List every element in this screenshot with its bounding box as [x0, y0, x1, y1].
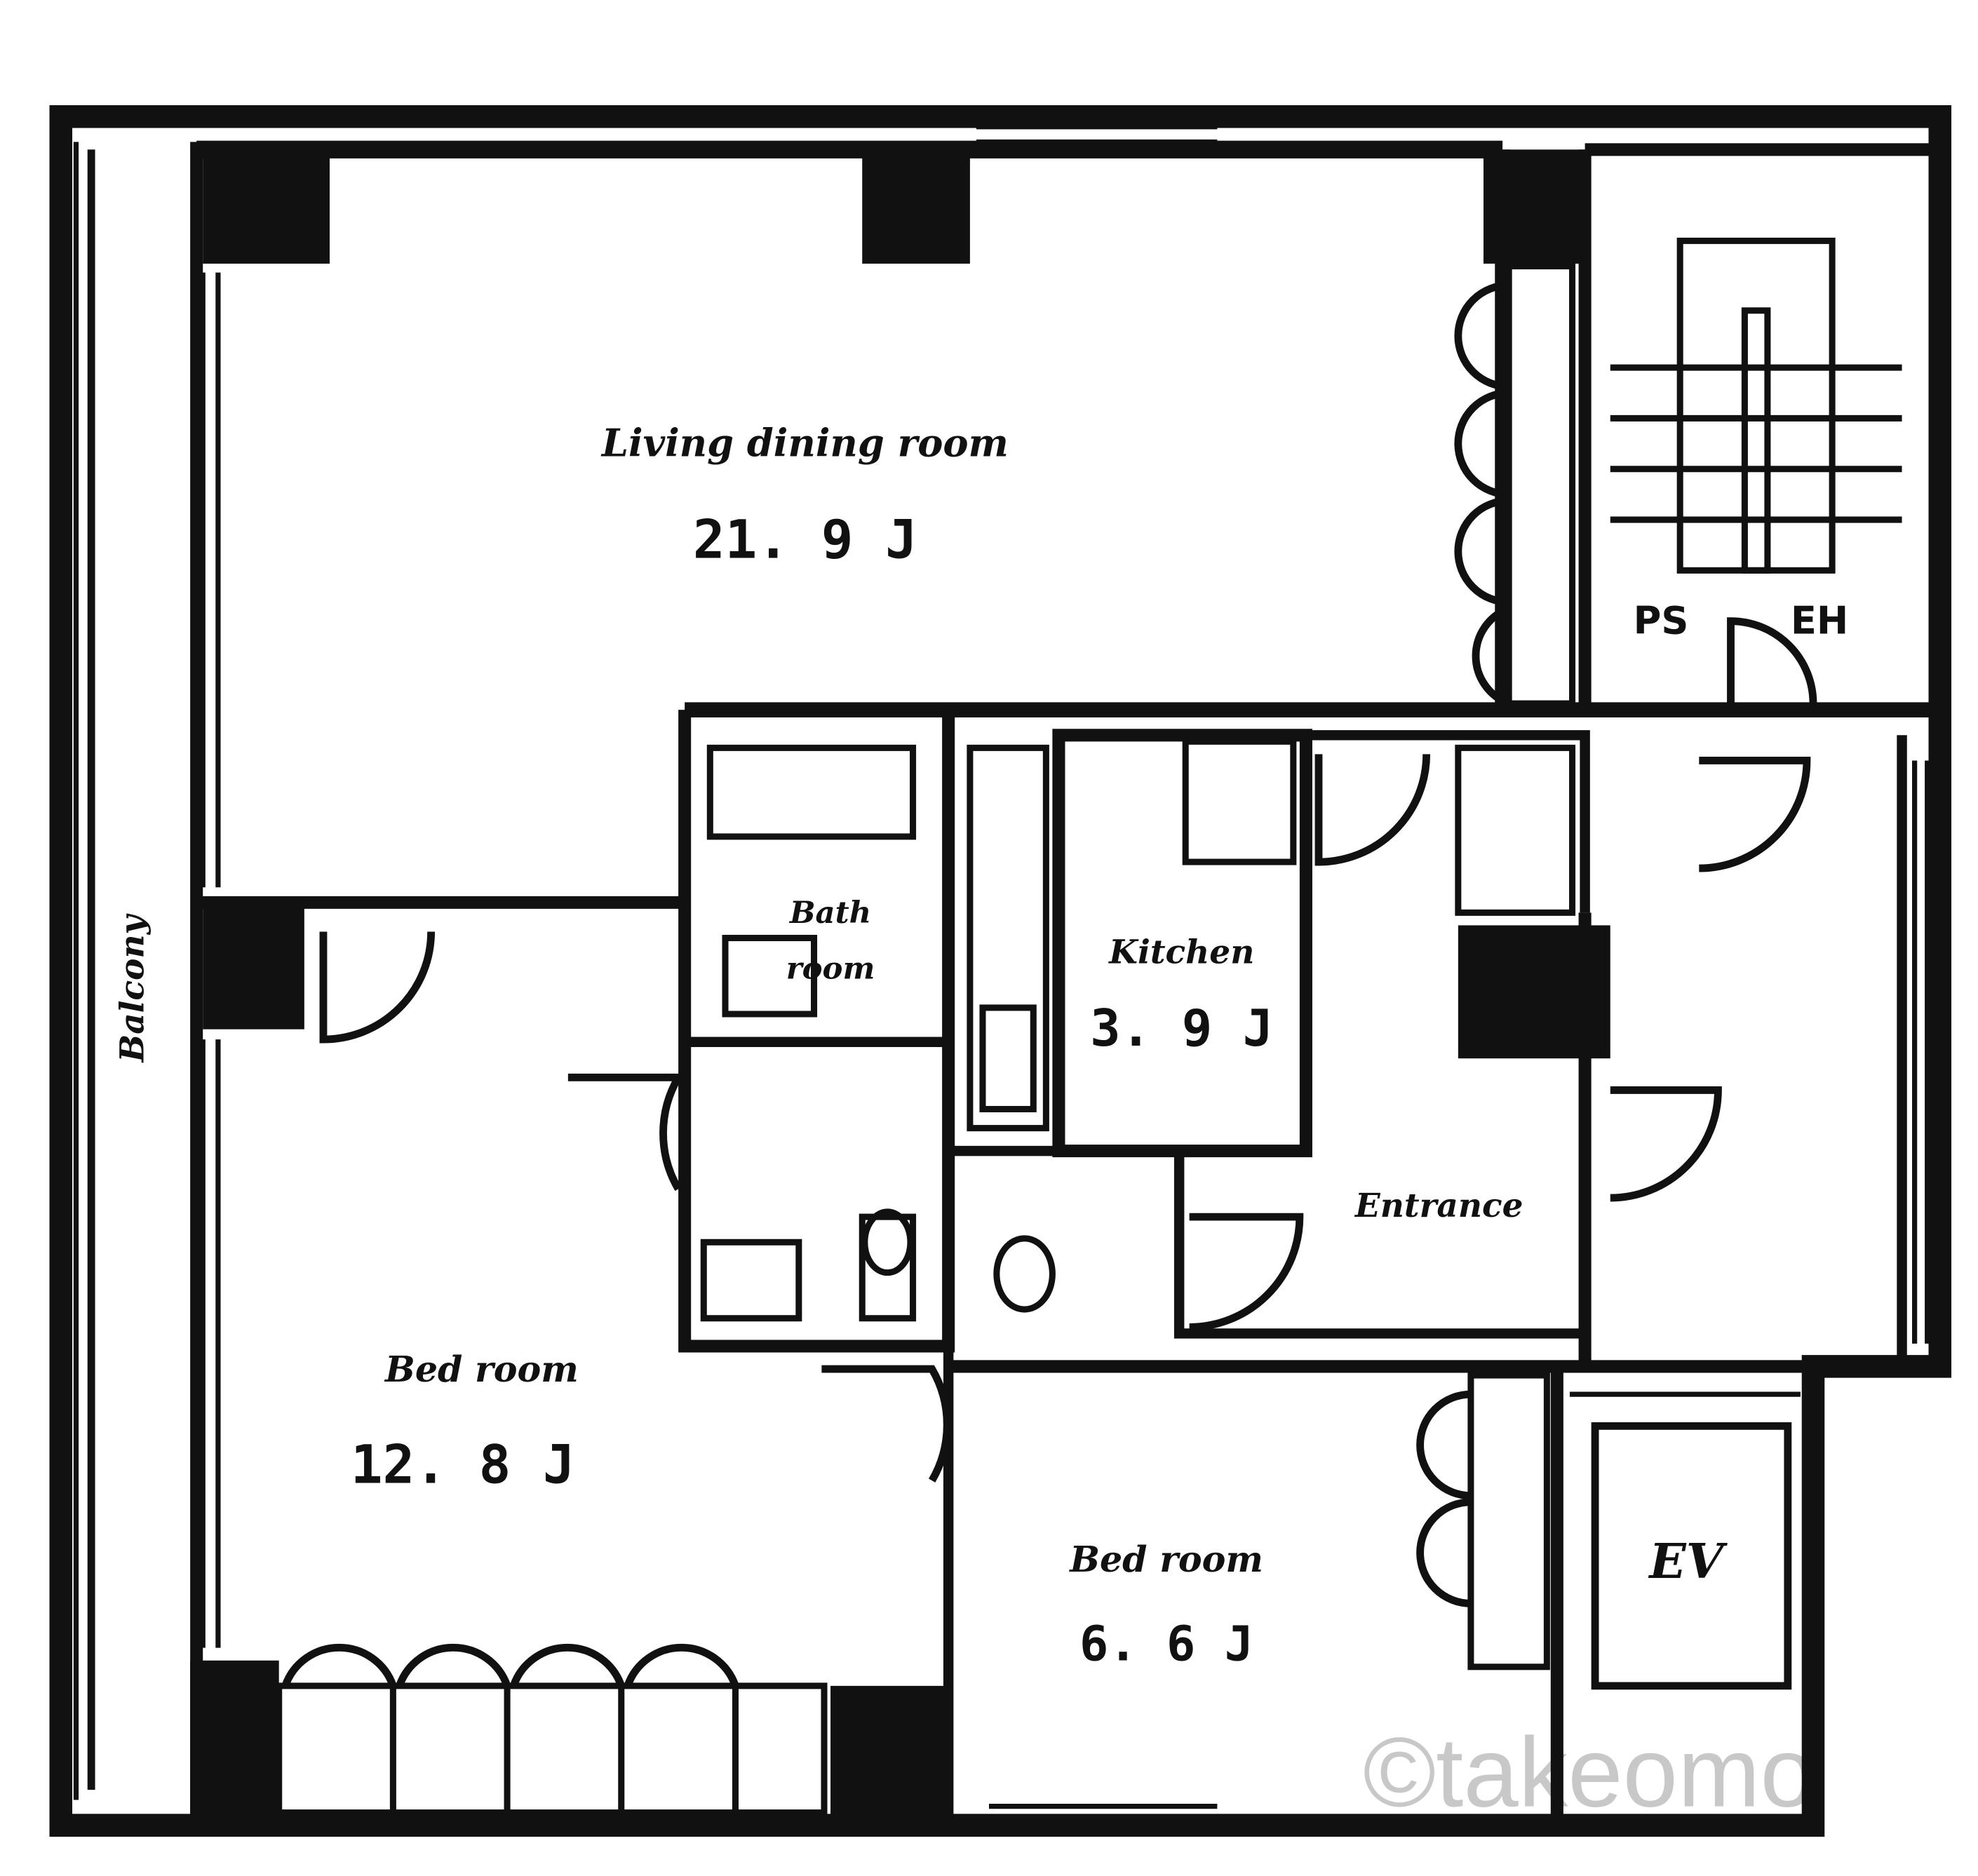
closet-door [1454, 497, 1509, 606]
kitchen-label: Kitchen [1108, 933, 1254, 972]
window-top [976, 124, 1218, 145]
bath-label: Bath [788, 895, 871, 931]
door-swing [319, 931, 436, 1044]
window-left-2 [200, 1039, 221, 1648]
closet-dividers [389, 1685, 739, 1813]
closet-door [281, 1643, 397, 1687]
living-room-label: Living dining room [600, 421, 1009, 466]
shoe-cupboard [1455, 744, 1576, 916]
door-swing [1727, 617, 1817, 704]
stair-treads [1610, 364, 1902, 523]
door-swing [1314, 754, 1431, 866]
door-swing [1610, 1086, 1722, 1202]
column [1484, 149, 1585, 264]
ps-label: PS [1634, 599, 1689, 643]
bedroom-small-area: 6. 6 J [1079, 1617, 1253, 1673]
fixtures [200, 124, 1930, 1822]
door-swing [567, 1073, 685, 1192]
elevator-label: EV [1648, 1534, 1728, 1590]
entrance-top-wall [1305, 730, 1590, 913]
door-swing [1189, 1213, 1304, 1331]
door-swing [1699, 757, 1811, 872]
window-bottom [989, 1803, 1218, 1822]
closet-door [509, 1643, 625, 1687]
entrance-label: Entrance [1354, 1187, 1523, 1225]
door-swing [821, 1365, 951, 1483]
kitchen-area: 3. 9 J [1090, 999, 1273, 1058]
column [1458, 925, 1610, 1059]
fridge [1182, 738, 1297, 865]
wash-basin [700, 1239, 802, 1322]
living-room-area: 21. 9 J [693, 508, 917, 570]
column [203, 902, 304, 1030]
living-closet [1505, 263, 1576, 707]
window-left [200, 272, 221, 888]
bath-wall [678, 710, 955, 1353]
balcony-label: Balcony [113, 913, 152, 1063]
bedroom-small-label: Bed room [1068, 1538, 1263, 1580]
closet-door [1416, 1498, 1471, 1607]
bedroom-main-label: Bed room [384, 1348, 579, 1390]
doors [281, 281, 1817, 1687]
closet-door [1416, 1390, 1471, 1500]
small-closet [1467, 1372, 1550, 1671]
bedroom-main-area: 12. 8 J [351, 1434, 575, 1496]
eh-label: EH [1791, 599, 1848, 643]
column [203, 149, 330, 264]
closet-door [396, 1643, 511, 1687]
column [862, 149, 970, 264]
toilet-tank [859, 1213, 917, 1322]
toilet-wall [1173, 1151, 1585, 1339]
column [830, 1685, 951, 1819]
closet-door [1454, 281, 1509, 391]
bedroom-closet [276, 1682, 828, 1816]
toilet-bowl-2 [993, 1235, 1056, 1313]
closet-door [624, 1643, 739, 1687]
toilet-bowl [861, 1208, 914, 1276]
columns [190, 149, 1610, 1819]
stove [979, 1004, 1037, 1113]
stair-rail [1741, 307, 1771, 574]
column [190, 1660, 279, 1819]
closet-door [1472, 605, 1511, 708]
watermark: ©takeomo [1363, 1717, 1815, 1828]
bath-basin [722, 934, 818, 1018]
closet-door [1454, 389, 1509, 499]
kitchen-counter [967, 744, 1049, 1132]
bath-tub [706, 744, 917, 840]
window-right [1912, 760, 1930, 1344]
elevator-car [1591, 1422, 1792, 1690]
bath-sub-label: room [786, 950, 875, 986]
